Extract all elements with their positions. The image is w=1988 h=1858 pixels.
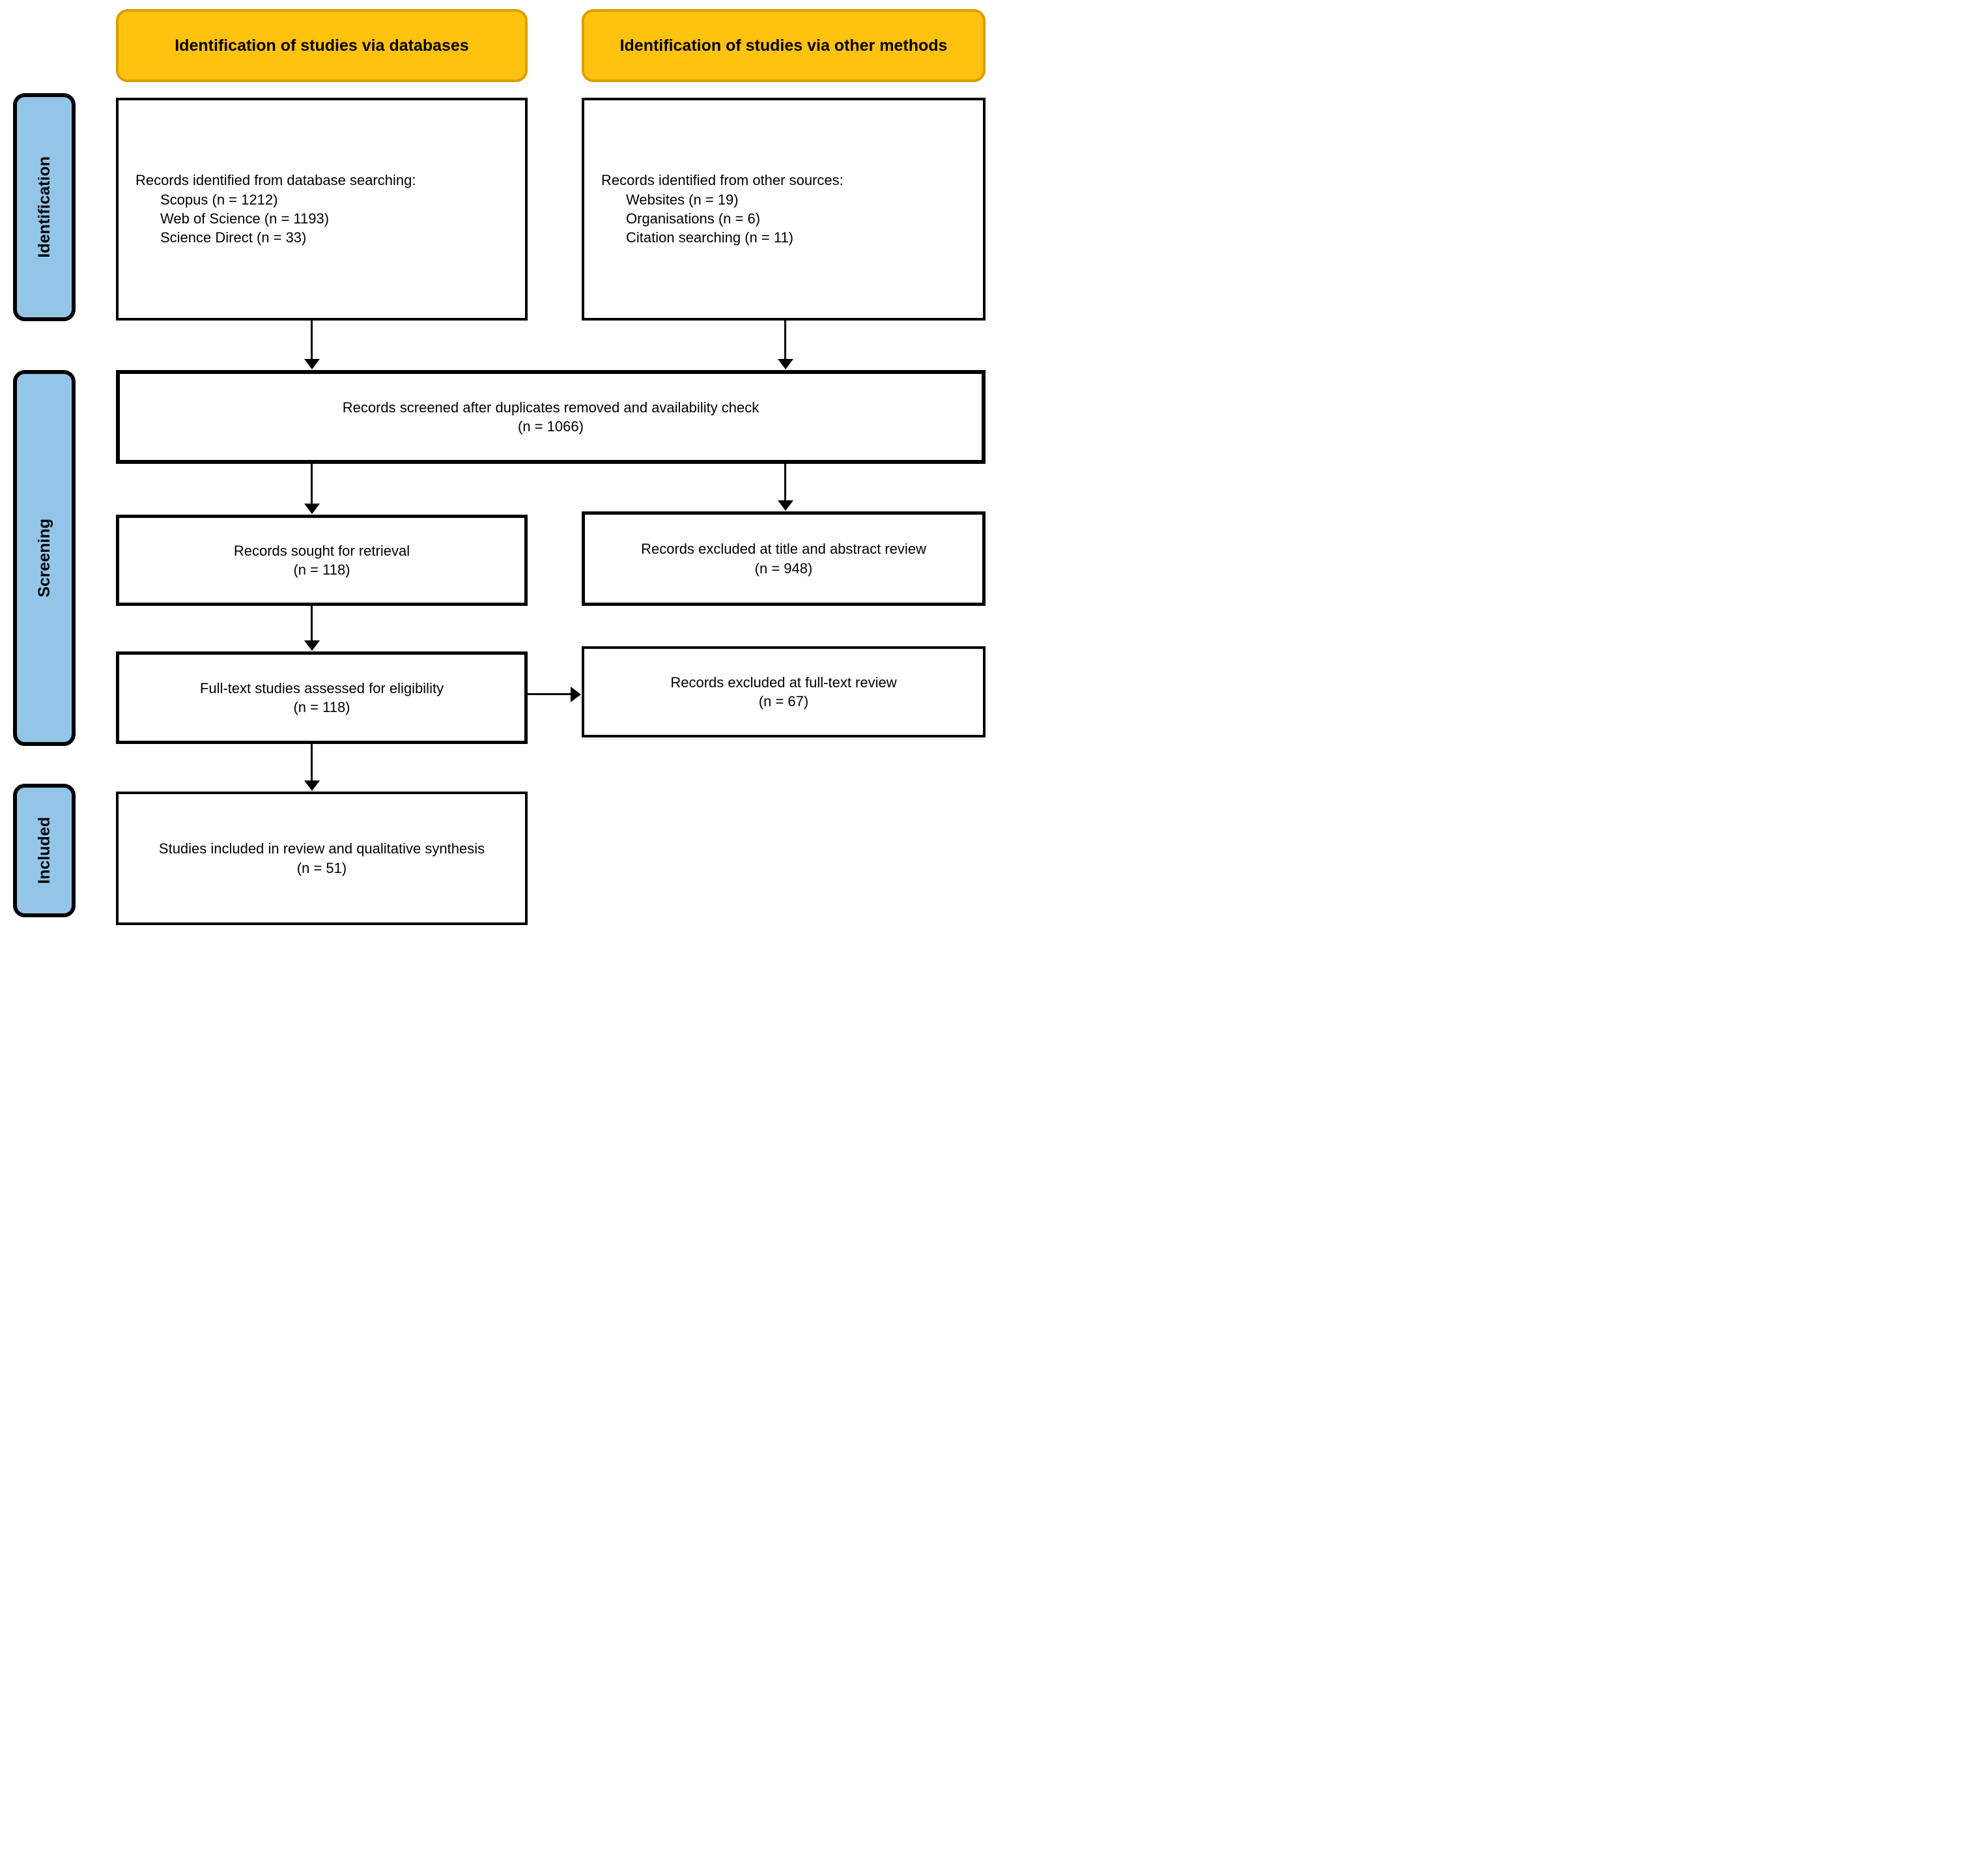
header-identification-databases: Identification of studies via databases: [116, 9, 528, 82]
arrow-sought-to-fulltext: [311, 606, 313, 641]
stage-label-screening: Screening: [13, 370, 76, 746]
db-source-science-direct: Science Direct (n = 33): [160, 229, 307, 246]
excluded-fulltext-count: (n = 67): [758, 693, 809, 709]
stage-label-included: Included: [13, 784, 76, 917]
box-excluded-fulltext: Records excluded at full-text review (n …: [582, 646, 986, 737]
prisma-flow-diagram: Identification of studies via databases …: [0, 0, 994, 929]
header-identification-other-methods: Identification of studies via other meth…: [582, 9, 986, 82]
studies-included-count: (n = 51): [296, 859, 347, 876]
stage-label-identification: Identification: [13, 93, 76, 321]
arrow-fulltext-to-excluded-fulltext: [528, 693, 571, 695]
excluded-title-abstract-text: Records excluded at title and abstract r…: [641, 541, 926, 558]
arrow-fulltext-to-included: [311, 744, 313, 781]
box-records-sought: Records sought for retrieval (n = 118): [116, 515, 528, 606]
stage-screening-text: Screening: [35, 519, 53, 597]
records-sought-text: Records sought for retrieval: [233, 542, 410, 559]
box-studies-included: Studies included in review and qualitati…: [116, 792, 528, 925]
box-excluded-title-abstract: Records excluded at title and abstract r…: [582, 511, 986, 606]
db-source-scopus: Scopus (n = 1212): [160, 191, 278, 208]
box-records-screened: Records screened after duplicates remove…: [116, 370, 986, 464]
other-source-organisations: Organisations (n = 6): [626, 210, 761, 227]
box-records-identified-other: Records identified from other sources: W…: [582, 98, 986, 321]
other-source-websites: Websites (n = 19): [626, 191, 739, 208]
header-identification-other-methods-label: Identification of studies via other meth…: [619, 36, 948, 55]
other-identification-intro: Records identified from other sources:: [601, 172, 844, 189]
arrow-screened-to-sought: [311, 464, 313, 504]
db-identification-intro: Records identified from database searchi…: [135, 172, 416, 189]
box-fulltext-assessed: Full-text studies assessed for eligibili…: [116, 651, 528, 744]
records-sought-count: (n = 118): [293, 562, 350, 578]
arrow-other-to-screened: [784, 321, 786, 360]
fulltext-assessed-text: Full-text studies assessed for eligibili…: [199, 679, 444, 696]
box-records-identified-databases: Records identified from database searchi…: [116, 98, 528, 321]
header-identification-databases-label: Identification of studies via databases: [175, 36, 469, 55]
excluded-fulltext-text: Records excluded at full-text review: [670, 674, 897, 691]
records-screened-text: Records screened after duplicates remove…: [342, 399, 760, 416]
records-screened-count: (n = 1066): [518, 418, 584, 435]
arrow-screened-to-excluded-title-abstract: [784, 464, 786, 501]
stage-identification-text: Identification: [35, 156, 53, 258]
stage-included-text: Included: [35, 817, 53, 884]
other-source-citation-searching: Citation searching (n = 11): [626, 229, 794, 246]
arrow-databases-to-screened: [311, 321, 313, 360]
fulltext-assessed-count: (n = 118): [293, 699, 350, 715]
studies-included-text: Studies included in review and qualitati…: [158, 840, 485, 857]
db-source-web-of-science: Web of Science (n = 1193): [160, 210, 330, 227]
excluded-title-abstract-count: (n = 948): [754, 560, 813, 577]
